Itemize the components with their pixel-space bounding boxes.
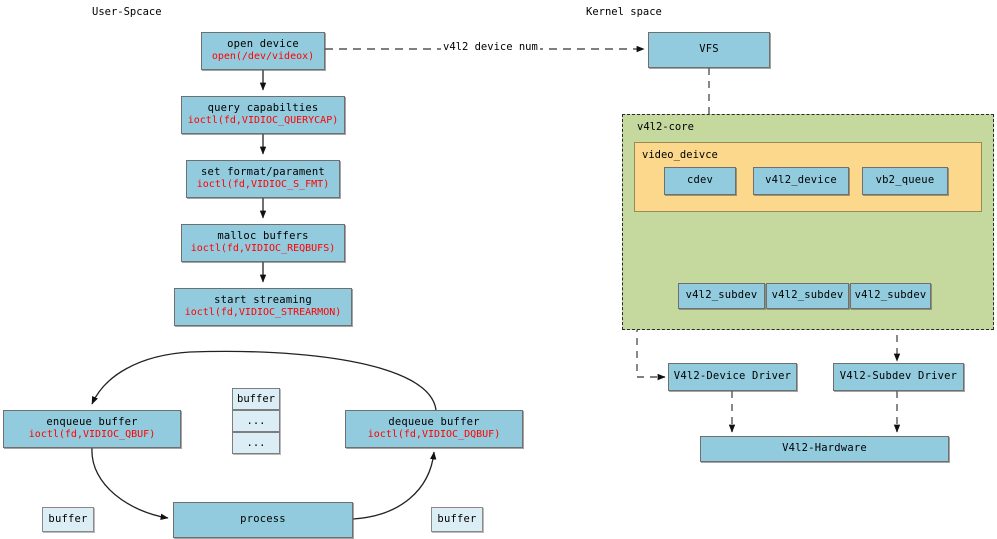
flow-step-set-format[interactable]: set format/parament ioctl(fd,VIDIOC_S_FM… (186, 160, 340, 198)
v4l2-subdev-box-2[interactable]: v4l2_subdev (850, 283, 931, 309)
vfs-box[interactable]: VFS (648, 32, 770, 68)
core-object-label: v4l2_device (765, 174, 837, 187)
buffer-chip-label: buffer (437, 512, 477, 525)
flow-step-query-capabilities[interactable]: query capabilties ioctl(fd,VIDIOC_QUERYC… (181, 96, 345, 134)
vfs-label: VFS (699, 43, 719, 56)
flow-step-code: ioctl(fd,VIDIOC_S_FMT) (196, 179, 330, 191)
core-object-label: cdev (686, 174, 714, 187)
dequeue-buffer-box[interactable]: dequeue buffer ioctl(fd,VIDIOC_DQBUF) (345, 410, 523, 448)
enqueue-code: ioctl(fd,VIDIOC_QBUF) (28, 429, 156, 441)
flow-step-code: open(/dev/videox) (211, 51, 315, 63)
core-object-v4l2-device[interactable]: v4l2_device (753, 167, 849, 195)
flow-step-title: malloc buffers (217, 230, 309, 243)
process-box[interactable]: process (173, 502, 353, 538)
flow-step-open-device[interactable]: open device open(/dev/videox) (201, 32, 325, 70)
core-object-label: vb2_queue (875, 174, 935, 187)
buffer-chip-right: buffer (431, 507, 483, 532)
v4l2-subdev-driver-box[interactable]: V4l2-Subdev Driver (833, 363, 964, 391)
process-label: process (240, 513, 286, 526)
subdev-driver-label: V4l2-Subdev Driver (839, 370, 958, 383)
v4l2-subdev-box-0[interactable]: v4l2_subdev (678, 283, 765, 309)
v4l2-hardware-box[interactable]: V4l2-Hardware (700, 436, 949, 462)
subdev-label: v4l2_subdev (771, 289, 844, 302)
v4l2-subdev-box-1[interactable]: v4l2_subdev (766, 283, 849, 309)
video-device-zone-title: video_deivce (642, 149, 718, 161)
flow-step-malloc-buffers[interactable]: malloc buffers ioctl(fd,VIDIOC_REQBUFS) (181, 224, 345, 262)
buffer-chip-label: buffer (48, 512, 88, 525)
flow-step-start-streaming[interactable]: start streaming ioctl(fd,VIDIOC_STREARMO… (174, 288, 352, 326)
enqueue-buffer-box[interactable]: enqueue buffer ioctl(fd,VIDIOC_QBUF) (3, 410, 181, 448)
subdev-label: v4l2_subdev (854, 289, 927, 302)
flow-step-code: ioctl(fd,VIDIOC_STREARMON) (184, 307, 342, 319)
v4l2-core-zone-title: v4l2-core (637, 121, 694, 133)
core-object-vb2-queue[interactable]: vb2_queue (862, 167, 948, 195)
buffer-stack-cell-2: ... (232, 432, 280, 454)
buffer-stack-cell-1: ... (232, 410, 280, 432)
flow-step-code: ioctl(fd,VIDIOC_QUERYCAP) (187, 115, 339, 127)
core-object-cdev[interactable]: cdev (664, 167, 736, 195)
kernel-space-title: Kernel space (586, 6, 662, 18)
flow-step-title: query capabilties (207, 102, 319, 115)
dequeue-title: dequeue buffer (388, 416, 480, 429)
user-space-title: User-Spcace (92, 6, 162, 18)
buffer-chip-left: buffer (42, 507, 94, 532)
subdev-label: v4l2_subdev (685, 289, 758, 302)
flow-step-title: open device (227, 38, 299, 51)
v4l2-device-driver-box[interactable]: V4l2-Device Driver (668, 363, 797, 391)
dequeue-code: ioctl(fd,VIDIOC_DQBUF) (367, 429, 501, 441)
flow-step-code: ioctl(fd,VIDIOC_REQBUFS) (190, 243, 336, 255)
flow-step-title: start streaming (214, 294, 312, 307)
edge-label-device-num: v4l2 device num (441, 41, 540, 53)
device-driver-label: V4l2-Device Driver (673, 370, 792, 383)
buffer-stack-cell-0: buffer (232, 388, 280, 410)
hardware-label: V4l2-Hardware (782, 442, 867, 455)
flow-step-title: set format/parament (201, 166, 325, 179)
enqueue-title: enqueue buffer (46, 416, 138, 429)
